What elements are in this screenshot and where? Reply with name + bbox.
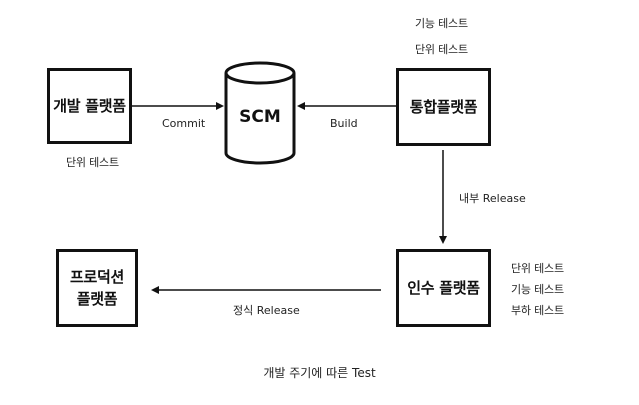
dev-test-note: 단위 테스트: [66, 152, 119, 173]
official-release-label: 정식 Release: [233, 304, 300, 317]
build-label: Build: [330, 117, 358, 130]
commit-arrow: [132, 102, 224, 110]
scm-label: SCM: [239, 107, 281, 127]
dev-platform-label: 개발 플랫폼: [53, 97, 126, 115]
production-platform-label-line1: 프로덕션: [69, 268, 124, 286]
acceptance-test-item: 기능 테스트: [511, 283, 564, 296]
acceptance-test-item: 단위 테스트: [511, 262, 564, 275]
commit-label: Commit: [162, 117, 206, 130]
internal-release-arrow: [439, 150, 447, 244]
build-arrow: [297, 102, 396, 110]
integration-test-item: 단위 테스트: [415, 43, 468, 56]
official-release-arrow: [151, 286, 381, 294]
acceptance-platform-label: 인수 플랫폼: [407, 279, 480, 297]
acceptance-platform-node: 인수 플랫폼: [396, 249, 491, 327]
internal-release-label: 내부 Release: [459, 192, 526, 205]
dev-platform-node: 개발 플랫폼: [47, 68, 132, 144]
integration-platform-label: 통합플랫폼: [409, 98, 478, 116]
integration-test-note: 기능 테스트 단위 테스트: [415, 13, 468, 60]
production-platform-node: 프로덕션 플랫폼: [56, 249, 138, 327]
integration-test-item: 기능 테스트: [415, 17, 468, 30]
dev-test-item: 단위 테스트: [66, 156, 119, 169]
integration-platform-node: 통합플랫폼: [396, 68, 491, 146]
acceptance-test-note: 단위 테스트 기능 테스트 부하 테스트: [511, 258, 564, 321]
diagram-caption: 개발 주기에 따른 Test: [263, 366, 376, 380]
acceptance-test-item: 부하 테스트: [511, 304, 564, 317]
production-platform-label-line2: 플랫폼: [76, 290, 118, 308]
scm-cylinder: [224, 61, 296, 165]
